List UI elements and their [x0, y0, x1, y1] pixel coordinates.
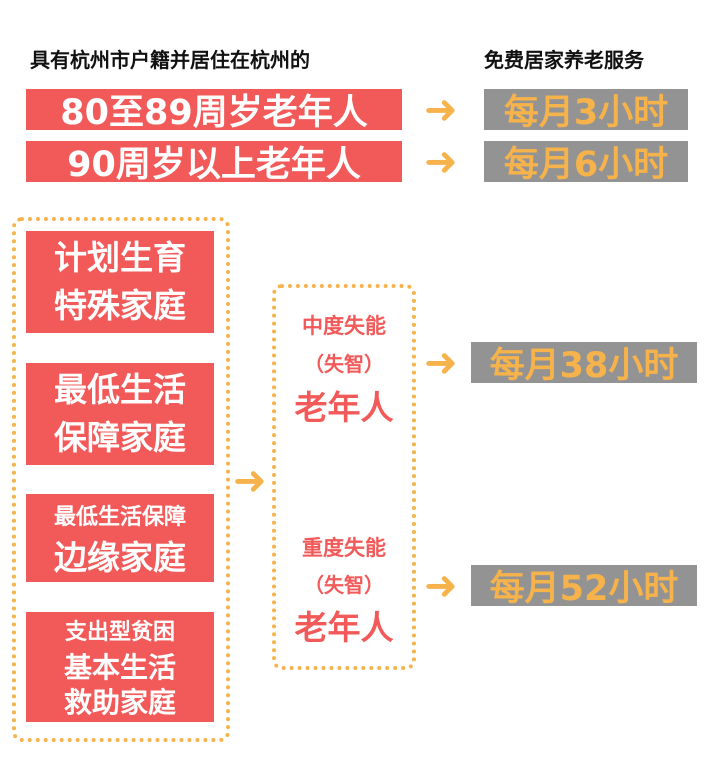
moderate-disability-label: 老年人	[294, 388, 394, 427]
minimum-security-marginal: 最低生活保障 边缘家庭	[26, 494, 214, 582]
age-80-89-label: 80至89周岁老年人	[26, 89, 402, 133]
moderate-disability-sub: （失智）	[304, 352, 384, 376]
family-line: 最低生活保障	[53, 505, 186, 530]
arrow-right-icon: ➜	[424, 563, 458, 609]
arrow-right-icon: ➜	[424, 340, 458, 386]
severe-disability-label: 老年人	[294, 608, 394, 647]
arrow-right-icon: ➜	[233, 458, 267, 504]
family-line: 计划生育	[54, 238, 186, 277]
family-line: 支出型贫困	[64, 619, 175, 645]
minimum-living-security: 最低生活 保障家庭	[26, 363, 214, 465]
family-line: 救助家庭	[63, 685, 176, 719]
age-90-plus-label: 90周岁以上老年人	[26, 141, 402, 185]
family-line: 最低生活	[54, 370, 186, 409]
severe-disability-service: 每月52小时	[471, 565, 697, 609]
family-line: 特殊家庭	[54, 286, 186, 325]
header-eligibility: 具有杭州市户籍并居住在杭州的	[30, 48, 310, 72]
moderate-disability-service: 每月38小时	[471, 342, 697, 386]
arrow-right-icon: ➜	[424, 139, 458, 185]
moderate-disability-title: 中度失能	[302, 314, 386, 338]
family-group-frame	[12, 217, 230, 742]
family-line: 边缘家庭	[54, 538, 186, 577]
header-service: 免费居家养老服务	[484, 48, 644, 72]
severe-disability-title: 重度失能	[302, 536, 386, 560]
expenditure-poverty-relief: 支出型贫困 基本生活 救助家庭	[26, 612, 214, 722]
age-90-plus-service: 每月6小时	[484, 141, 688, 185]
age-80-89-service: 每月3小时	[484, 89, 688, 133]
family-line: 基本生活	[63, 650, 176, 684]
family-planning-special: 计划生育 特殊家庭	[26, 231, 214, 333]
severe-disability-sub: （失智）	[304, 573, 384, 597]
disability-group-frame	[272, 284, 416, 670]
arrow-right-icon: ➜	[424, 87, 458, 133]
family-line: 保障家庭	[54, 418, 186, 457]
